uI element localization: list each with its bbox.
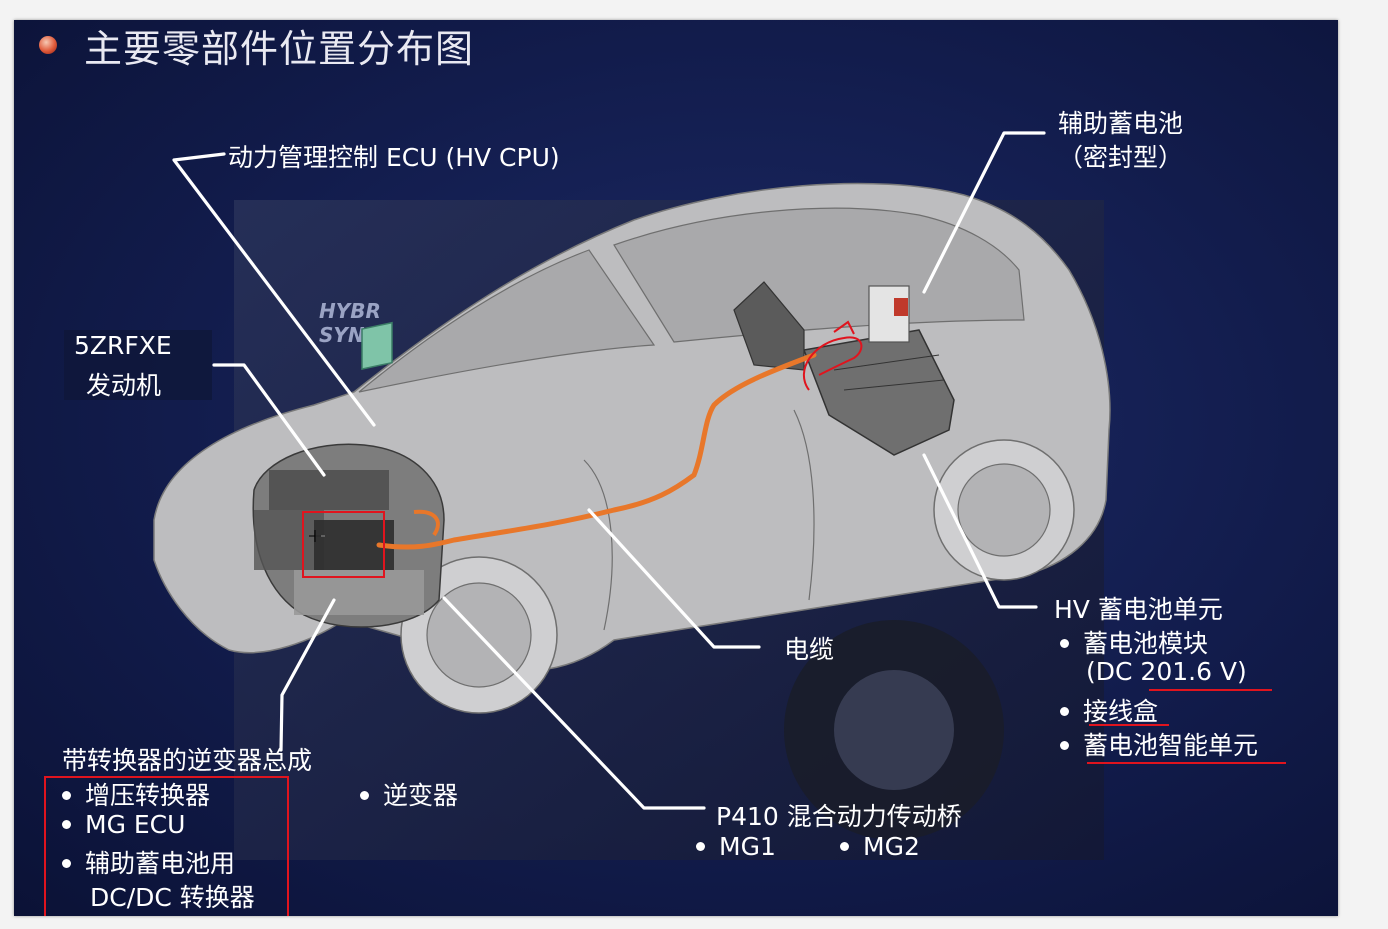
leader-cable (587, 508, 761, 649)
car-side-window (613, 207, 1025, 343)
label-aux-battery: 辅助蓄电池 (1058, 109, 1184, 138)
inverter-item-mg-ecu: MG ECU (62, 810, 185, 839)
label-mg1: MG1 (696, 832, 776, 861)
title-bullet-icon (39, 36, 57, 54)
crosshair-icon (309, 530, 325, 542)
bullet-icon (62, 858, 71, 868)
label-mg2: MG2 (840, 832, 920, 861)
label-engine-model: 5ZRFXE (74, 331, 172, 360)
hv-battery-item-smart-unit: 蓄电池智能单元 (1060, 726, 1258, 762)
bullet-icon (1060, 706, 1069, 716)
label-inverter: 逆变器 (360, 776, 458, 812)
bullet-icon (696, 841, 705, 851)
label-hv-cpu: 动力管理控制 ECU (HV CPU) (228, 143, 560, 172)
inverter-item-dcdc: DC/DC 转换器 (90, 883, 255, 912)
bullet-icon (62, 819, 71, 829)
leader-transaxle (442, 596, 706, 810)
auxiliary-battery (868, 285, 910, 343)
badge-line-1: HYBR (319, 299, 381, 323)
leader-lines (172, 131, 1046, 810)
car-windshield (358, 249, 656, 393)
bullet-icon (360, 790, 369, 800)
hv-battery-pack (733, 281, 955, 456)
engine-block (252, 443, 445, 628)
inverter-item-boost: 增压转换器 (62, 776, 210, 812)
label-engine: 发动机 (86, 371, 162, 400)
hv-battery-item-module: 蓄电池模块 (1060, 624, 1208, 660)
annotation-scribble (803, 336, 863, 391)
hv-cable (376, 352, 817, 550)
label-cable: 电缆 (784, 635, 835, 664)
annotation-box-inverter-items (44, 776, 289, 916)
hv-battery-item-junction: 接线盒 (1060, 692, 1158, 728)
label-transaxle: P410 混合动力传动桥 (716, 802, 962, 831)
label-aux-battery-type: （密封型） (1058, 143, 1184, 172)
leader-hv-battery (922, 453, 1038, 609)
page-title: 主要零部件位置分布图 (84, 27, 475, 71)
inverter-item-aux: 辅助蓄电池用 (62, 844, 235, 880)
engine-label-box (64, 330, 212, 400)
bullet-icon (840, 841, 849, 851)
label-inverter-assembly: 带转换器的逆变器总成 (62, 746, 313, 775)
label-hv-battery-unit: HV 蓄电池单元 (1054, 595, 1223, 624)
leader-engine (212, 363, 326, 477)
annotation-box-inverter (302, 511, 385, 578)
hv-battery-item-voltage: (DC 201.6 V) (1086, 657, 1247, 686)
diagram: HYBR SYNE (44, 131, 1286, 916)
bullet-icon (1060, 638, 1069, 648)
leader-inverter (279, 598, 336, 752)
slide: HYBR SYNE (14, 20, 1338, 916)
bullet-icon (1060, 740, 1069, 750)
leader-hv-cpu (172, 152, 376, 427)
leader-aux-battery (922, 131, 1046, 294)
bullet-icon (62, 790, 71, 800)
hv-cpu-module (361, 321, 393, 370)
